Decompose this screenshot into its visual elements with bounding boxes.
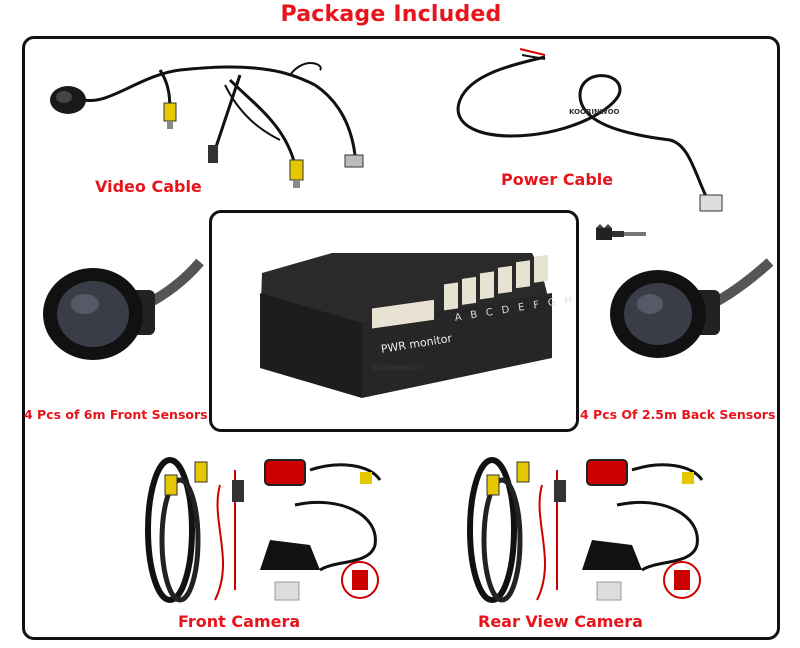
power-cable-image xyxy=(456,48,723,212)
hole-saw-image xyxy=(596,224,646,240)
port-connectors xyxy=(372,254,548,329)
package-frame xyxy=(22,36,780,640)
front-sensor-image xyxy=(43,258,204,360)
back-sensor-image xyxy=(610,258,774,358)
front-camera-kit-image xyxy=(145,457,382,603)
brand-logo-device: KOORINWOO xyxy=(372,364,423,372)
control-unit-image xyxy=(260,253,552,398)
control-unit-panel: PWR monitor ABCDEFGH xyxy=(209,210,582,432)
rear-camera-kit-image xyxy=(467,457,704,603)
video-cable-image xyxy=(50,62,364,188)
video-cable-label: Video Cable xyxy=(95,177,202,196)
brand-logo-top: KOORINWOO xyxy=(569,108,620,116)
page-title: Package Included xyxy=(280,2,502,27)
back-sensors-label: 4 Pcs Of 2.5m Back Sensors xyxy=(580,407,776,422)
front-camera-label: Front Camera xyxy=(178,612,301,631)
power-cable-label: Power Cable xyxy=(501,170,614,189)
front-sensors-label: 4 Pcs of 6m Front Sensors xyxy=(24,407,208,422)
rear-camera-label: Rear View Camera xyxy=(478,612,643,631)
